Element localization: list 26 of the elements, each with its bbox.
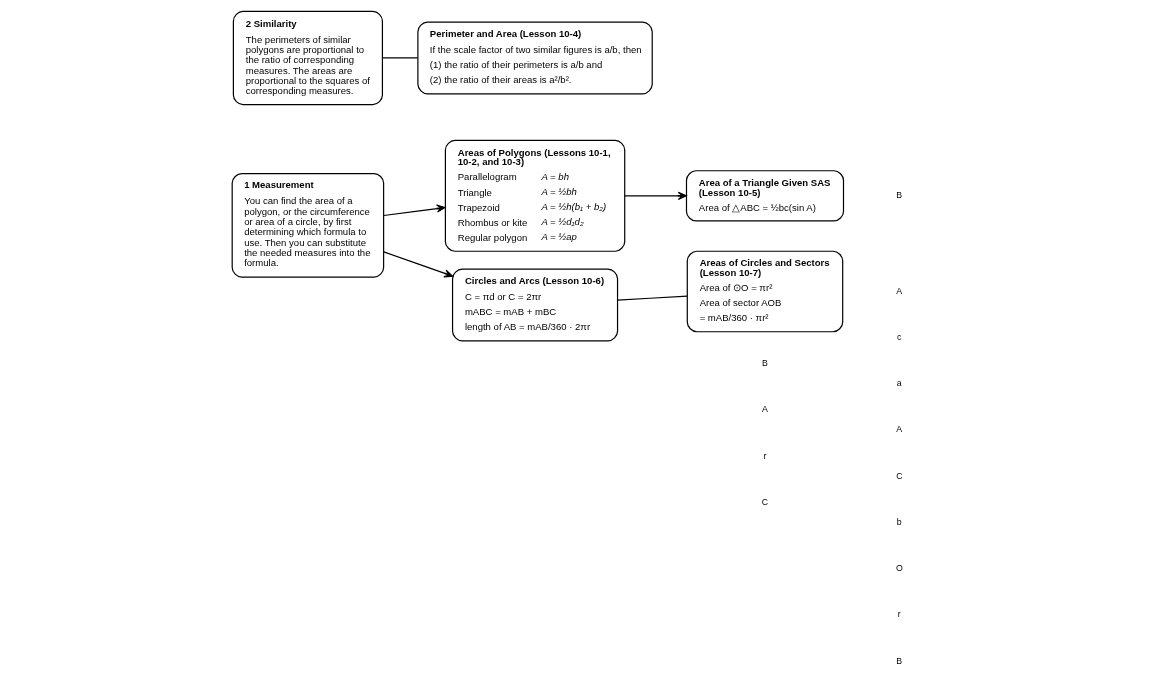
label: A [761, 404, 768, 415]
node-box: Areas of Circles and Sectors (Lesson 10-7) Area of ⊙O = πr² Area of sector AOB = mAB/360 · πr² [686, 250, 843, 333]
arrow [623, 191, 687, 201]
node-box: Perimeter and Area (Lesson 10-4) If the scale factor of two similar figures is a/b, then (1) the ratio of their perimeters is a/b and (2) the ratio of their areas is a²/b². [416, 21, 653, 95]
label: b [896, 516, 902, 527]
node-box: 2 Similarity The perimeters of similar polygons are proportional to the ratio of corresponding measures. The areas are proportional to the squares of corresponding measures. [232, 10, 383, 106]
label: B [761, 358, 768, 369]
node-box: 1 Measurement You can find the area of a polygon, or the circumference or area of a circle, by first determining which formula to use. Then you can substitute the needed measures into the formula. [231, 172, 384, 278]
node-box: Circles and Arcs (Lesson 10-6) C = πd or C = 2πr mABC = mAB + mBC length of AB = mAB/360 · 2πr [451, 268, 618, 342]
label: C [895, 470, 902, 481]
label: O [895, 563, 903, 574]
node-box: Areas of Polygons (Lessons 10-1, 10-2, and 10-3) Parallelogram A = bh Triangle A = ½bh Trapezoid A = ½h(b₁ + b₂) Rhombus or kite A = ½d₁d₂ Regular polygon A = ½ap [444, 139, 625, 252]
label: B [895, 190, 902, 201]
arrow [382, 251, 453, 278]
label: r [763, 450, 766, 461]
label: A [895, 285, 902, 296]
label: r [897, 609, 901, 620]
label: C [761, 496, 768, 507]
connector [616, 295, 688, 301]
arrow [382, 204, 446, 217]
node-box: Area of a Triangle Given SAS (Lesson 10-5) Area of △ABC = ½bc(sin A) [685, 170, 844, 222]
label: B [895, 655, 902, 666]
label: a [896, 378, 902, 389]
label: A [895, 424, 902, 435]
connector [381, 57, 418, 59]
label: c [896, 331, 901, 342]
